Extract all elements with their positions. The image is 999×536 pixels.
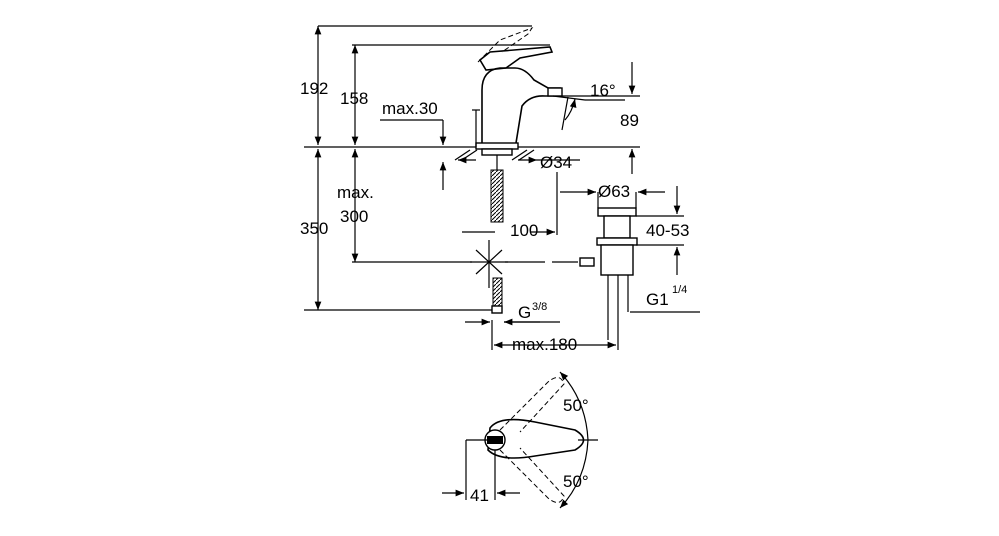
label-max: max. [337, 183, 374, 202]
label-spout-reach: 100 [510, 221, 538, 240]
label-max-thickness: max.30 [382, 99, 438, 118]
label-waste-thread: G1 [646, 290, 669, 309]
waste-nut [600, 244, 634, 276]
faucet-base [475, 142, 519, 150]
aerator [547, 87, 563, 97]
top-view-body [487, 418, 585, 459]
label-supply-thread: G [518, 303, 531, 322]
label-waste-range: 40-53 [646, 221, 689, 240]
label-hole-diameter: Ø34 [540, 153, 572, 172]
faucet-body [481, 67, 561, 144]
waste-cap [597, 207, 637, 217]
waste-body [603, 215, 631, 239]
lever-rotated-right [499, 447, 565, 503]
mounting-nut [481, 148, 513, 156]
label-rotation-up: 50° [563, 396, 589, 415]
supply-hose-end [492, 277, 503, 307]
dimension-labels: 192 158 max.30 16° 89 Ø34 max. 300 350 1… [300, 79, 689, 505]
hose-fitting [491, 305, 503, 314]
waste-flange [596, 237, 638, 246]
label-supply-thread-fraction: 3/8 [532, 301, 547, 313]
label-lever-offset: 41 [470, 486, 489, 505]
label-supply-length: 350 [300, 219, 328, 238]
label-total-height: 192 [300, 79, 328, 98]
label-waste-diameter: Ø63 [598, 182, 630, 201]
dimension-lines [304, 25, 700, 350]
label-lever-height: 158 [340, 89, 368, 108]
label-spout-height: 89 [620, 111, 639, 130]
faucet-lever [478, 46, 554, 71]
lever-rotated-left [499, 377, 565, 433]
label-spout-angle: 16° [590, 81, 616, 100]
label-rotation-down: 50° [563, 472, 589, 491]
faucet-side-view [304, 26, 640, 314]
label-max-length: 300 [340, 207, 368, 226]
supply-hose [490, 169, 504, 223]
lever-open-position [477, 26, 534, 63]
waste-assembly [596, 207, 638, 340]
label-max-distance: max.180 [512, 335, 577, 354]
faucet-top-view [442, 371, 598, 509]
label-waste-thread-fraction: 1/4 [672, 284, 687, 296]
